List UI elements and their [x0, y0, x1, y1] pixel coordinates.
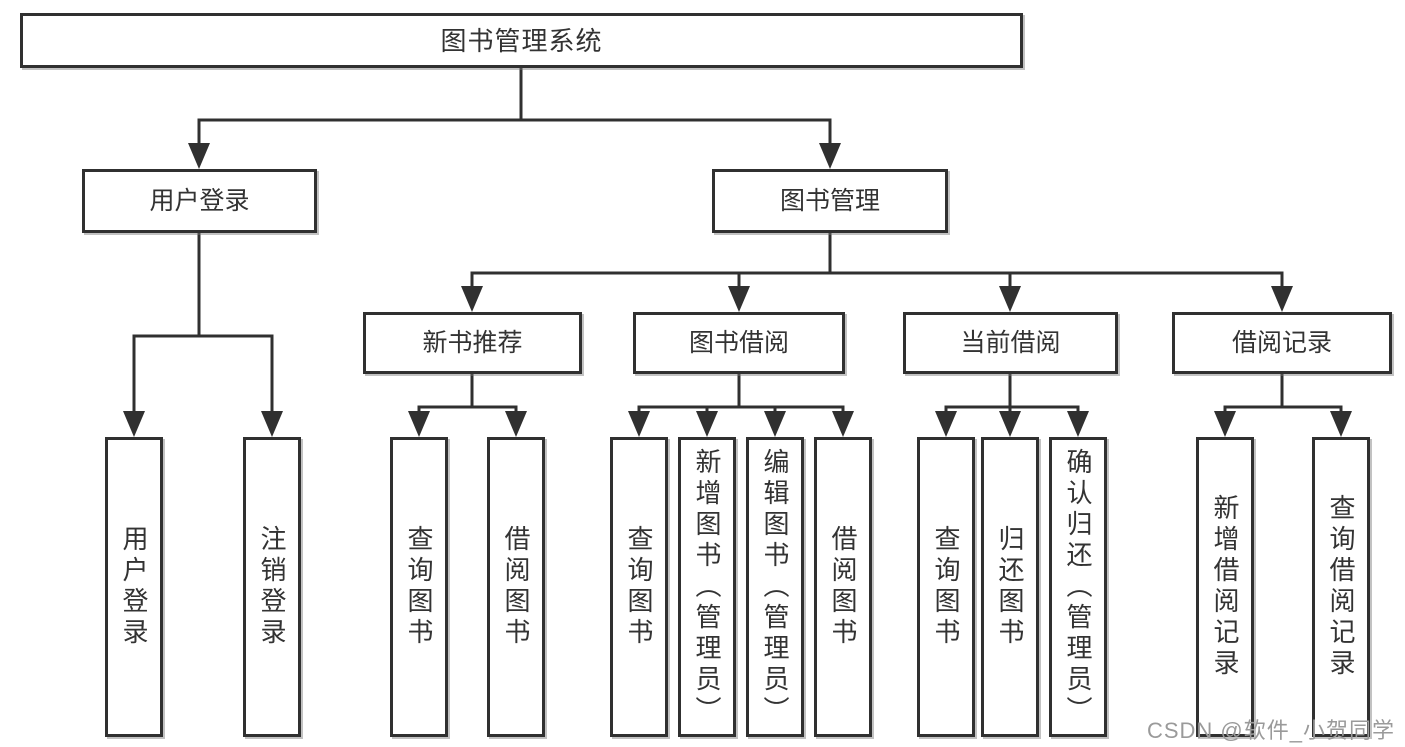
- node-label: 查询借阅记录: [1326, 494, 1356, 680]
- node-label: 查询图书: [931, 525, 961, 649]
- arrow-down-icon: [1271, 286, 1293, 312]
- arrow-down-icon: [999, 286, 1021, 312]
- node-book-management: 图书管理: [712, 169, 948, 233]
- arrow-down-icon: [1330, 411, 1352, 437]
- node-book-borrowing: 图书借阅: [633, 312, 845, 374]
- node-label: 当前借阅: [960, 328, 1061, 357]
- arrow-down-icon: [832, 411, 854, 437]
- node-label: 新增借阅记录: [1210, 494, 1240, 680]
- edges-book-borrowing: [628, 372, 854, 437]
- node-user-login: 用户登录: [82, 169, 317, 233]
- arrow-down-icon: [408, 411, 430, 437]
- node-label: 用户登录: [119, 525, 149, 649]
- leaf-query-books-current: 查询图书: [917, 437, 975, 737]
- node-label: 查询图书: [624, 525, 654, 649]
- edges-user-login: [123, 231, 283, 437]
- node-label: 用户登录: [149, 186, 250, 215]
- arrow-down-icon: [123, 411, 145, 437]
- node-label: 新增图书（管理员）: [692, 447, 722, 727]
- arrow-down-icon: [999, 411, 1021, 437]
- edges-root: [188, 66, 841, 169]
- arrow-down-icon: [935, 411, 957, 437]
- leaf-query-books-borrowing: 查询图书: [610, 437, 668, 737]
- leaf-return-books: 归还图书: [981, 437, 1039, 737]
- arrow-down-icon: [628, 411, 650, 437]
- arrow-down-icon: [1214, 411, 1236, 437]
- leaf-query-books-recommend: 查询图书: [390, 437, 448, 737]
- edges-borrowing-records: [1214, 372, 1352, 437]
- leaf-add-book-admin: 新增图书（管理员）: [678, 437, 736, 737]
- node-library-system: 图书管理系统: [20, 13, 1023, 68]
- node-current-borrowing: 当前借阅: [903, 312, 1118, 374]
- arrow-down-icon: [461, 286, 483, 312]
- node-label: 图书借阅: [688, 328, 789, 357]
- arrow-down-icon: [696, 411, 718, 437]
- leaf-confirm-return-admin: 确认归还（管理员）: [1049, 437, 1107, 737]
- leaf-user-login: 用户登录: [105, 437, 163, 737]
- arrow-down-icon: [728, 286, 750, 312]
- arrow-down-icon: [764, 411, 786, 437]
- node-label: 借阅图书: [501, 525, 531, 649]
- edges-book-management: [461, 231, 1293, 312]
- node-label: 图书管理系统: [440, 25, 603, 56]
- node-label: 归还图书: [995, 525, 1025, 649]
- node-label: 借阅记录: [1231, 328, 1332, 357]
- arrow-down-icon: [1067, 411, 1089, 437]
- leaf-add-borrow-record: 新增借阅记录: [1196, 437, 1254, 737]
- node-label: 新书推荐: [422, 328, 523, 357]
- node-label: 图书管理: [779, 186, 880, 215]
- leaf-borrow-books-recommend: 借阅图书: [487, 437, 545, 737]
- node-label: 借阅图书: [828, 525, 858, 649]
- node-borrowing-records: 借阅记录: [1172, 312, 1392, 374]
- node-new-book-recommend: 新书推荐: [363, 312, 582, 374]
- node-label: 注销登录: [257, 525, 287, 649]
- arrow-down-icon: [188, 143, 210, 169]
- leaf-borrow-books-borrowing: 借阅图书: [814, 437, 872, 737]
- edges-new-book-recommend: [408, 372, 527, 437]
- node-label: 编辑图书（管理员）: [760, 447, 790, 727]
- node-label: 确认归还（管理员）: [1063, 447, 1093, 727]
- leaf-logout: 注销登录: [243, 437, 301, 737]
- node-label: 查询图书: [404, 525, 434, 649]
- leaf-edit-book-admin: 编辑图书（管理员）: [746, 437, 804, 737]
- arrow-down-icon: [819, 143, 841, 169]
- edges-current-borrowing: [935, 372, 1089, 437]
- arrow-down-icon: [261, 411, 283, 437]
- leaf-query-borrow-record: 查询借阅记录: [1312, 437, 1370, 737]
- arrow-down-icon: [505, 411, 527, 437]
